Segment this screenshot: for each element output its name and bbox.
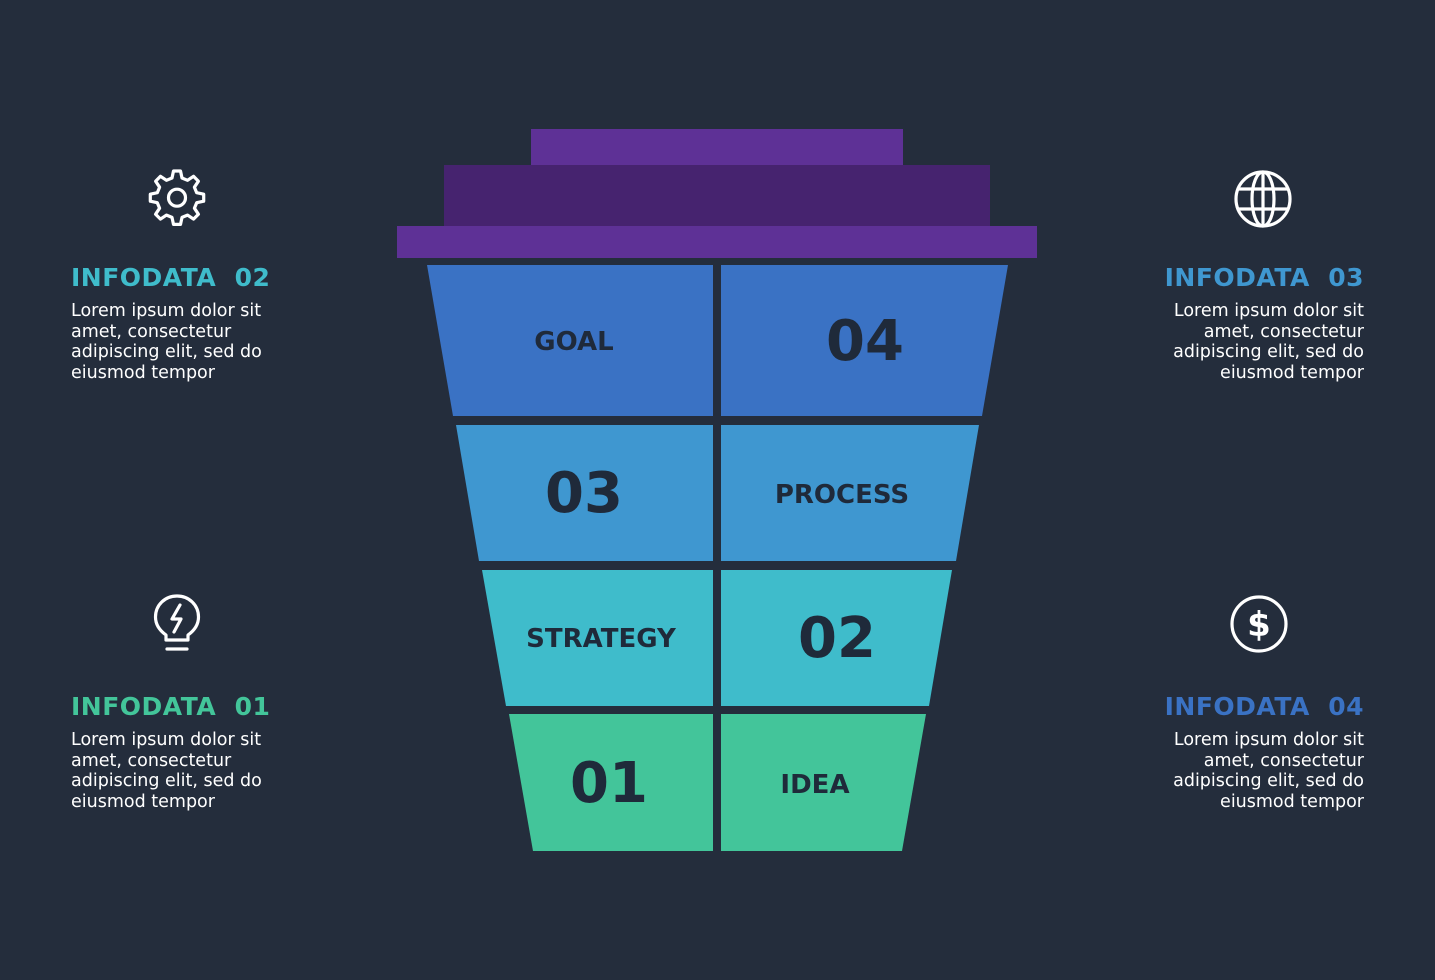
lid-top [531,129,903,167]
row1-left-label: GOAL [534,327,613,357]
description-line: Lorem ipsum dolor sit [1173,730,1364,750]
infodata-02-panel: INFODATA 02 Lorem ipsum dolor sit amet, … [71,165,311,395]
row1-left-cell [427,265,713,416]
lid-middle [444,165,990,228]
lightbulb-icon [145,592,209,656]
row3-left-label: STRATEGY [526,624,677,654]
description-line: amet, consectetur [1203,750,1364,771]
row4-left-number: 01 [570,751,648,816]
panel-description: Lorem ipsum dolor sit amet, consectetur … [71,730,311,812]
panel-title: INFODATA 01 [71,692,271,721]
description-line: amet, consectetur [71,750,232,771]
row2-right-label: PROCESS [775,480,909,510]
row2-left-number: 03 [545,461,623,526]
description-line: adipiscing elit, sed do [71,771,262,791]
panel-description: Lorem ipsum dolor sit amet, consectetur … [71,301,311,383]
description-line: Lorem ipsum dolor sit [1173,301,1364,321]
row3-right-cell [721,570,952,706]
description-line: eiusmod tempor [1220,791,1364,812]
dollar-icon: $ [1227,592,1291,656]
description-line: adipiscing elit, sed do [1173,342,1364,362]
infodata-03-panel: INFODATA 03 Lorem ipsum dolor sit amet, … [1124,165,1364,395]
description-line: amet, consectetur [1203,321,1364,342]
panel-title: INFODATA 04 [1164,692,1364,721]
description-line: Lorem ipsum dolor sit [71,730,262,750]
description-line: adipiscing elit, sed do [1173,771,1364,791]
description-line: Lorem ipsum dolor sit [71,301,262,321]
panel-title: INFODATA 03 [1164,263,1364,292]
description-line: eiusmod tempor [71,362,215,383]
lid-rim [397,226,1037,258]
row3-left-cell [482,570,713,706]
gear-icon [145,165,209,229]
description-line: adipiscing elit, sed do [71,342,262,362]
svg-text:$: $ [1247,605,1271,645]
row4-left-cell [509,714,713,851]
row3-right-number: 02 [798,606,876,671]
infodata-01-panel: INFODATA 01 Lorem ipsum dolor sit amet, … [71,592,311,822]
panel-description: Lorem ipsum dolor sit amet, consectetur … [1124,730,1364,812]
row2-right-cell [721,425,979,561]
row4-right-label: IDEA [780,770,849,800]
description-line: eiusmod tempor [1220,362,1364,383]
panel-title: INFODATA 02 [71,263,271,292]
row2-left-cell [456,425,713,561]
globe-icon [1231,167,1295,231]
row1-right-cell [721,265,1008,416]
row1-right-number: 04 [826,309,904,374]
description-line: amet, consectetur [71,321,232,342]
description-line: eiusmod tempor [71,791,215,812]
infodata-04-panel: $ INFODATA 04 Lorem ipsum dolor sit amet… [1124,592,1364,822]
panel-description: Lorem ipsum dolor sit amet, consectetur … [1124,301,1364,383]
row4-right-cell [721,714,926,851]
